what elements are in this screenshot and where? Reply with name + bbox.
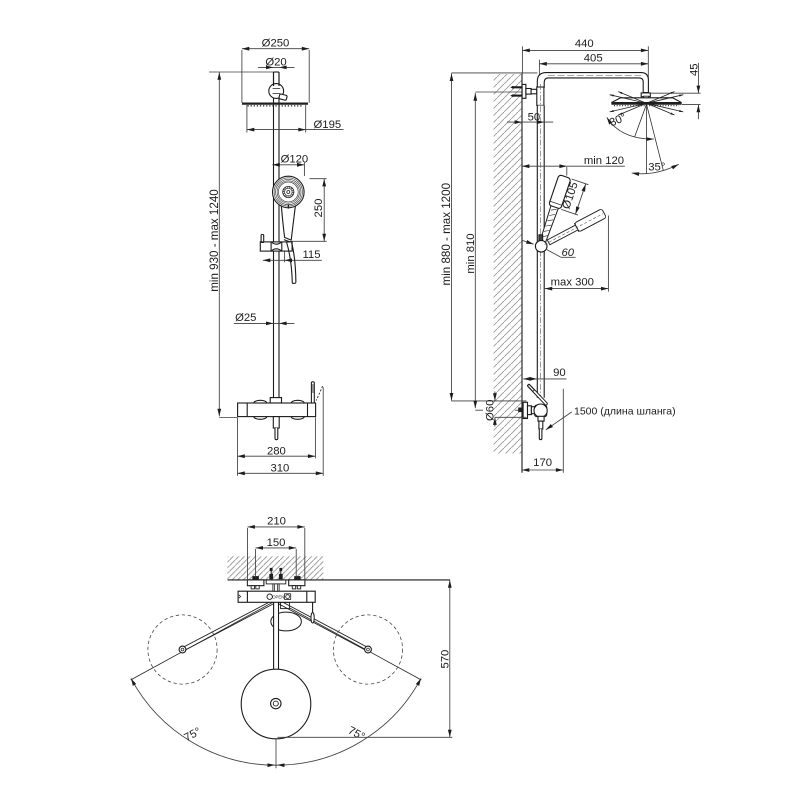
svg-text:Ø120: Ø120	[281, 153, 309, 165]
svg-text:OPEN: OPEN	[272, 594, 284, 599]
svg-text:30°: 30°	[608, 112, 628, 130]
svg-text:405: 405	[584, 52, 603, 64]
svg-text:Ø250: Ø250	[262, 38, 290, 50]
svg-text:75°: 75°	[182, 726, 203, 745]
svg-text:75°: 75°	[346, 725, 367, 744]
svg-text:45: 45	[688, 63, 700, 76]
svg-text:min 930 - max 1240: min 930 - max 1240	[208, 189, 221, 291]
svg-text:max 300: max 300	[551, 277, 594, 289]
svg-text:Ø60: Ø60	[484, 400, 496, 421]
svg-text:115: 115	[302, 249, 320, 261]
svg-text:310: 310	[270, 462, 289, 474]
svg-text:Ø20: Ø20	[265, 56, 286, 68]
svg-text:150: 150	[267, 537, 286, 549]
svg-text:1500 (длина шланга): 1500 (длина шланга)	[574, 406, 676, 418]
svg-text:280: 280	[267, 445, 286, 457]
svg-text:210: 210	[267, 516, 286, 528]
svg-text:250: 250	[313, 199, 325, 218]
svg-text:570: 570	[439, 650, 451, 669]
svg-text:min 810: min 810	[465, 233, 477, 273]
svg-text:440: 440	[575, 38, 594, 50]
svg-text:Ø25: Ø25	[235, 312, 256, 324]
svg-text:50: 50	[528, 111, 541, 123]
svg-text:min 120: min 120	[584, 155, 624, 167]
svg-text:Ø195: Ø195	[314, 119, 342, 131]
svg-text:170: 170	[533, 457, 552, 469]
svg-text:90: 90	[553, 367, 566, 379]
svg-text:min 880 - max 1200: min 880 - max 1200	[440, 183, 453, 285]
svg-text:35°: 35°	[648, 162, 665, 174]
svg-text:60: 60	[562, 247, 575, 259]
